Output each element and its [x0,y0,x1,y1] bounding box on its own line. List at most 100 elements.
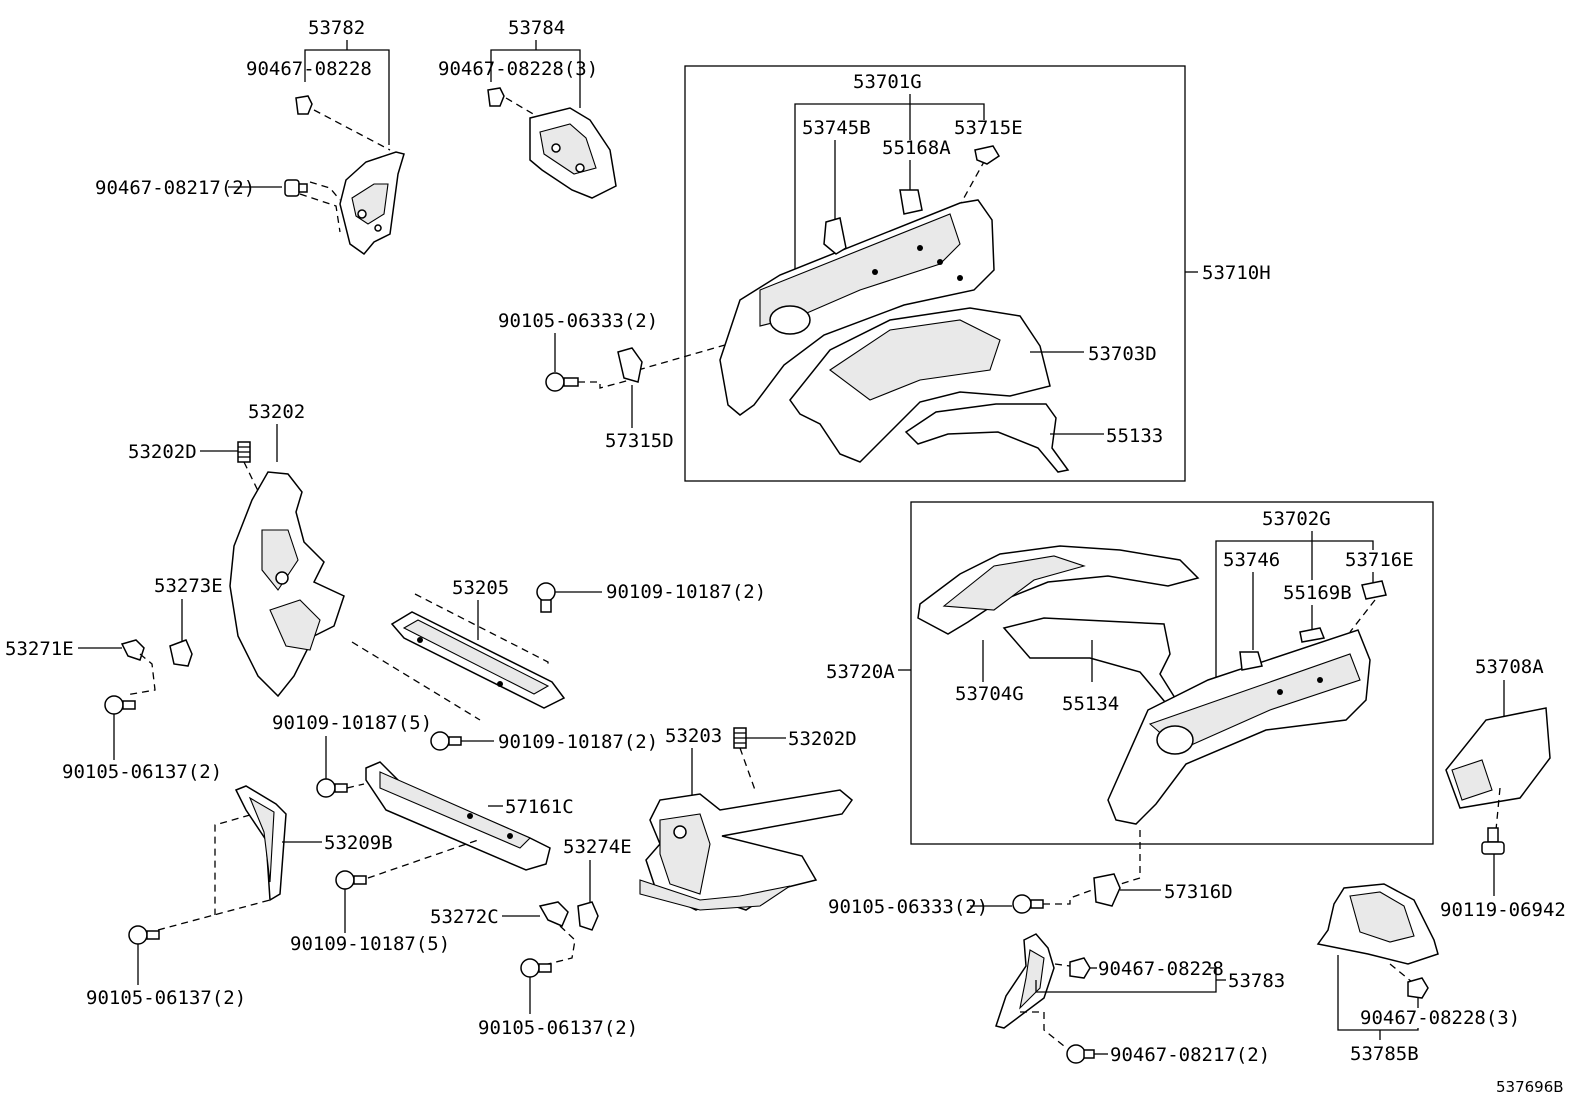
diagram-code: 537696B [1496,1078,1564,1096]
group-53205: 53205 90109-10187(2) 90109-10187(2) [351,577,766,753]
label-90105-06333-b[interactable]: 90105-06333(2) [828,896,988,918]
label-53745B[interactable]: 53745B [802,117,871,139]
radiator-support-side-53202-icon [229,471,345,698]
bracket-55169B-icon [1299,627,1326,643]
radiator-upper-support-53205-icon [390,611,566,709]
label-53785B[interactable]: 53785B [1350,1043,1419,1065]
clip-icon [1407,977,1429,999]
spring-icon [733,727,747,749]
bolt-icon [1012,894,1044,914]
label-53273E[interactable]: 53273E [154,575,223,597]
bracket-53274E-icon [577,901,599,931]
label-53203[interactable]: 53203 [665,725,722,747]
group-57315D: 90105-06333(2) 57315D [498,310,726,452]
bracket-57316D-icon [1093,873,1121,907]
label-57315D[interactable]: 57315D [605,430,674,452]
bracket-53716E-icon [1361,580,1387,600]
label-55168A[interactable]: 55168A [882,137,951,159]
bracket-53271E-icon [120,639,145,661]
wheel-house-53703D-icon [789,307,1051,463]
label-90105-06333[interactable]: 90105-06333(2) [498,310,658,332]
bolt-icon [1066,1044,1095,1064]
bracket-53746-icon [1239,651,1263,671]
bracket-57315D-icon [617,347,643,383]
reinforcement-55133-icon [904,403,1070,473]
fender-apron-53702G-icon [1107,629,1371,825]
bolt-icon [1481,827,1505,855]
bracket-53272C-icon [538,901,569,927]
label-57316D[interactable]: 57316D [1164,881,1233,903]
label-90467-08228-3b[interactable]: 90467-08228(3) [1360,1007,1520,1029]
label-53715E[interactable]: 53715E [954,117,1023,139]
label-53710H[interactable]: 53710H [1202,262,1271,284]
label-90109-10187-5b[interactable]: 90109-10187(5) [290,933,450,955]
group-53203: 53203 53202D [639,725,857,911]
crossmember-57161C-icon [365,761,551,871]
label-53274E[interactable]: 53274E [563,836,632,858]
wheel-house-53704G-icon [917,545,1200,635]
label-53202[interactable]: 53202 [248,401,305,423]
label-53271E[interactable]: 53271E [5,638,74,660]
label-90105-06137-a[interactable]: 90105-06137(2) [62,761,222,783]
clip-icon [487,87,505,107]
label-53708A[interactable]: 53708A [1475,656,1544,678]
label-53205[interactable]: 53205 [452,577,509,599]
label-53703D[interactable]: 53703D [1088,343,1157,365]
bolt-icon [545,372,579,392]
group-53782: 53782 90467-08228 90467-08217(2) [95,17,405,256]
bracket-53783-icon [995,933,1055,1029]
group-53785B: 90467-08228(3) 53785B [1316,883,1520,1065]
label-90109-10187-5a[interactable]: 90109-10187(5) [272,712,432,734]
group-53708A: 53708A 90119-06942 [1440,656,1566,921]
assembly-53710H: 53710H 53701G 53745B 55168A 53715E [684,65,1271,482]
label-57161C[interactable]: 57161C [505,796,574,818]
label-53783[interactable]: 53783 [1228,970,1285,992]
bracket-53745B-icon [823,217,847,255]
label-53716E[interactable]: 53716E [1345,549,1414,571]
label-55169B[interactable]: 55169B [1283,582,1352,604]
label-53702G[interactable]: 53702G [1262,508,1331,530]
label-90119-06942[interactable]: 90119-06942 [1440,899,1566,921]
label-53746[interactable]: 53746 [1223,549,1280,571]
brace-53209B-icon [234,785,287,902]
clip-icon [295,95,313,115]
label-90467-08228-3[interactable]: 90467-08228(3) [438,58,598,80]
label-90109-10187-2b[interactable]: 90109-10187(2) [498,731,658,753]
label-90467-08228[interactable]: 90467-08228 [246,58,372,80]
label-55134[interactable]: 55134 [1062,693,1119,715]
bolt-icon [520,958,552,978]
group-53274E: 53274E 53272C 90105-06137(2) [430,836,638,1039]
fender-apron-53701G-icon [719,199,995,416]
bolt-icon [284,179,308,197]
label-90105-06137-b[interactable]: 90105-06137(2) [86,987,246,1009]
label-55133[interactable]: 55133 [1106,425,1163,447]
bracket-53715E-icon [974,145,1001,165]
label-53784[interactable]: 53784 [508,17,565,39]
group-57161C: 90109-10187(5) 57161C 90109-10187(5) [272,712,574,955]
radiator-support-53203-icon [639,789,854,911]
label-53202D-b[interactable]: 53202D [788,728,857,750]
label-90467-08228-b[interactable]: 90467-08228 [1098,958,1224,980]
label-53209B[interactable]: 53209B [324,832,393,854]
bolt-icon [430,731,462,751]
group-57316D: 57316D 90105-06333(2) [828,830,1233,918]
extension-53708A-icon [1445,707,1551,809]
bolt-icon [335,870,367,890]
label-90105-06137-c[interactable]: 90105-06137(2) [478,1017,638,1039]
label-53701G[interactable]: 53701G [853,71,922,93]
bolt-icon [316,778,348,798]
bracket-53784-icon [529,107,617,199]
label-53202D[interactable]: 53202D [128,441,197,463]
assembly-53720A: 53720A 53702G 53746 53716E 55169B 53704G… [826,501,1434,845]
label-90109-10187-2a[interactable]: 90109-10187(2) [606,581,766,603]
label-90467-08217[interactable]: 90467-08217(2) [95,177,255,199]
bolt-icon [536,582,556,613]
bracket-53785B-icon [1316,883,1439,965]
label-53704G[interactable]: 53704G [955,683,1024,705]
label-90467-08217-b[interactable]: 90467-08217(2) [1110,1044,1270,1066]
label-53720A[interactable]: 53720A [826,661,895,683]
label-53272C[interactable]: 53272C [430,906,499,928]
group-53209B: 53209B 90105-06137(2) [86,785,393,1009]
label-53782[interactable]: 53782 [308,17,365,39]
